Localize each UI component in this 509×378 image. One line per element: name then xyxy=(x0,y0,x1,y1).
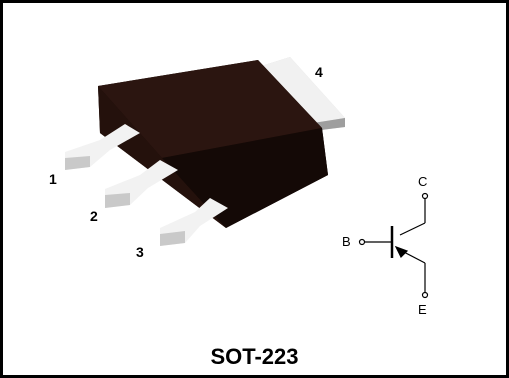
collector-label: C xyxy=(418,174,428,189)
emitter-arrow-icon xyxy=(394,245,409,259)
collector-terminal xyxy=(421,192,429,200)
base-label: B xyxy=(342,234,351,249)
lead-3 xyxy=(160,198,228,246)
pin-3-label: 3 xyxy=(136,244,144,260)
emitter-label: E xyxy=(418,302,427,317)
lead-2 xyxy=(105,160,178,208)
package-body xyxy=(98,60,328,228)
pin-1-label: 1 xyxy=(49,171,57,187)
base-terminal xyxy=(358,238,366,246)
package-name-label: SOT-223 xyxy=(210,344,299,369)
emitter-terminal xyxy=(421,291,429,299)
npn-transistor-symbol xyxy=(358,192,429,299)
pin-2-label: 2 xyxy=(90,208,98,224)
pin-4-label: 4 xyxy=(315,64,323,80)
lead-1 xyxy=(65,124,140,170)
